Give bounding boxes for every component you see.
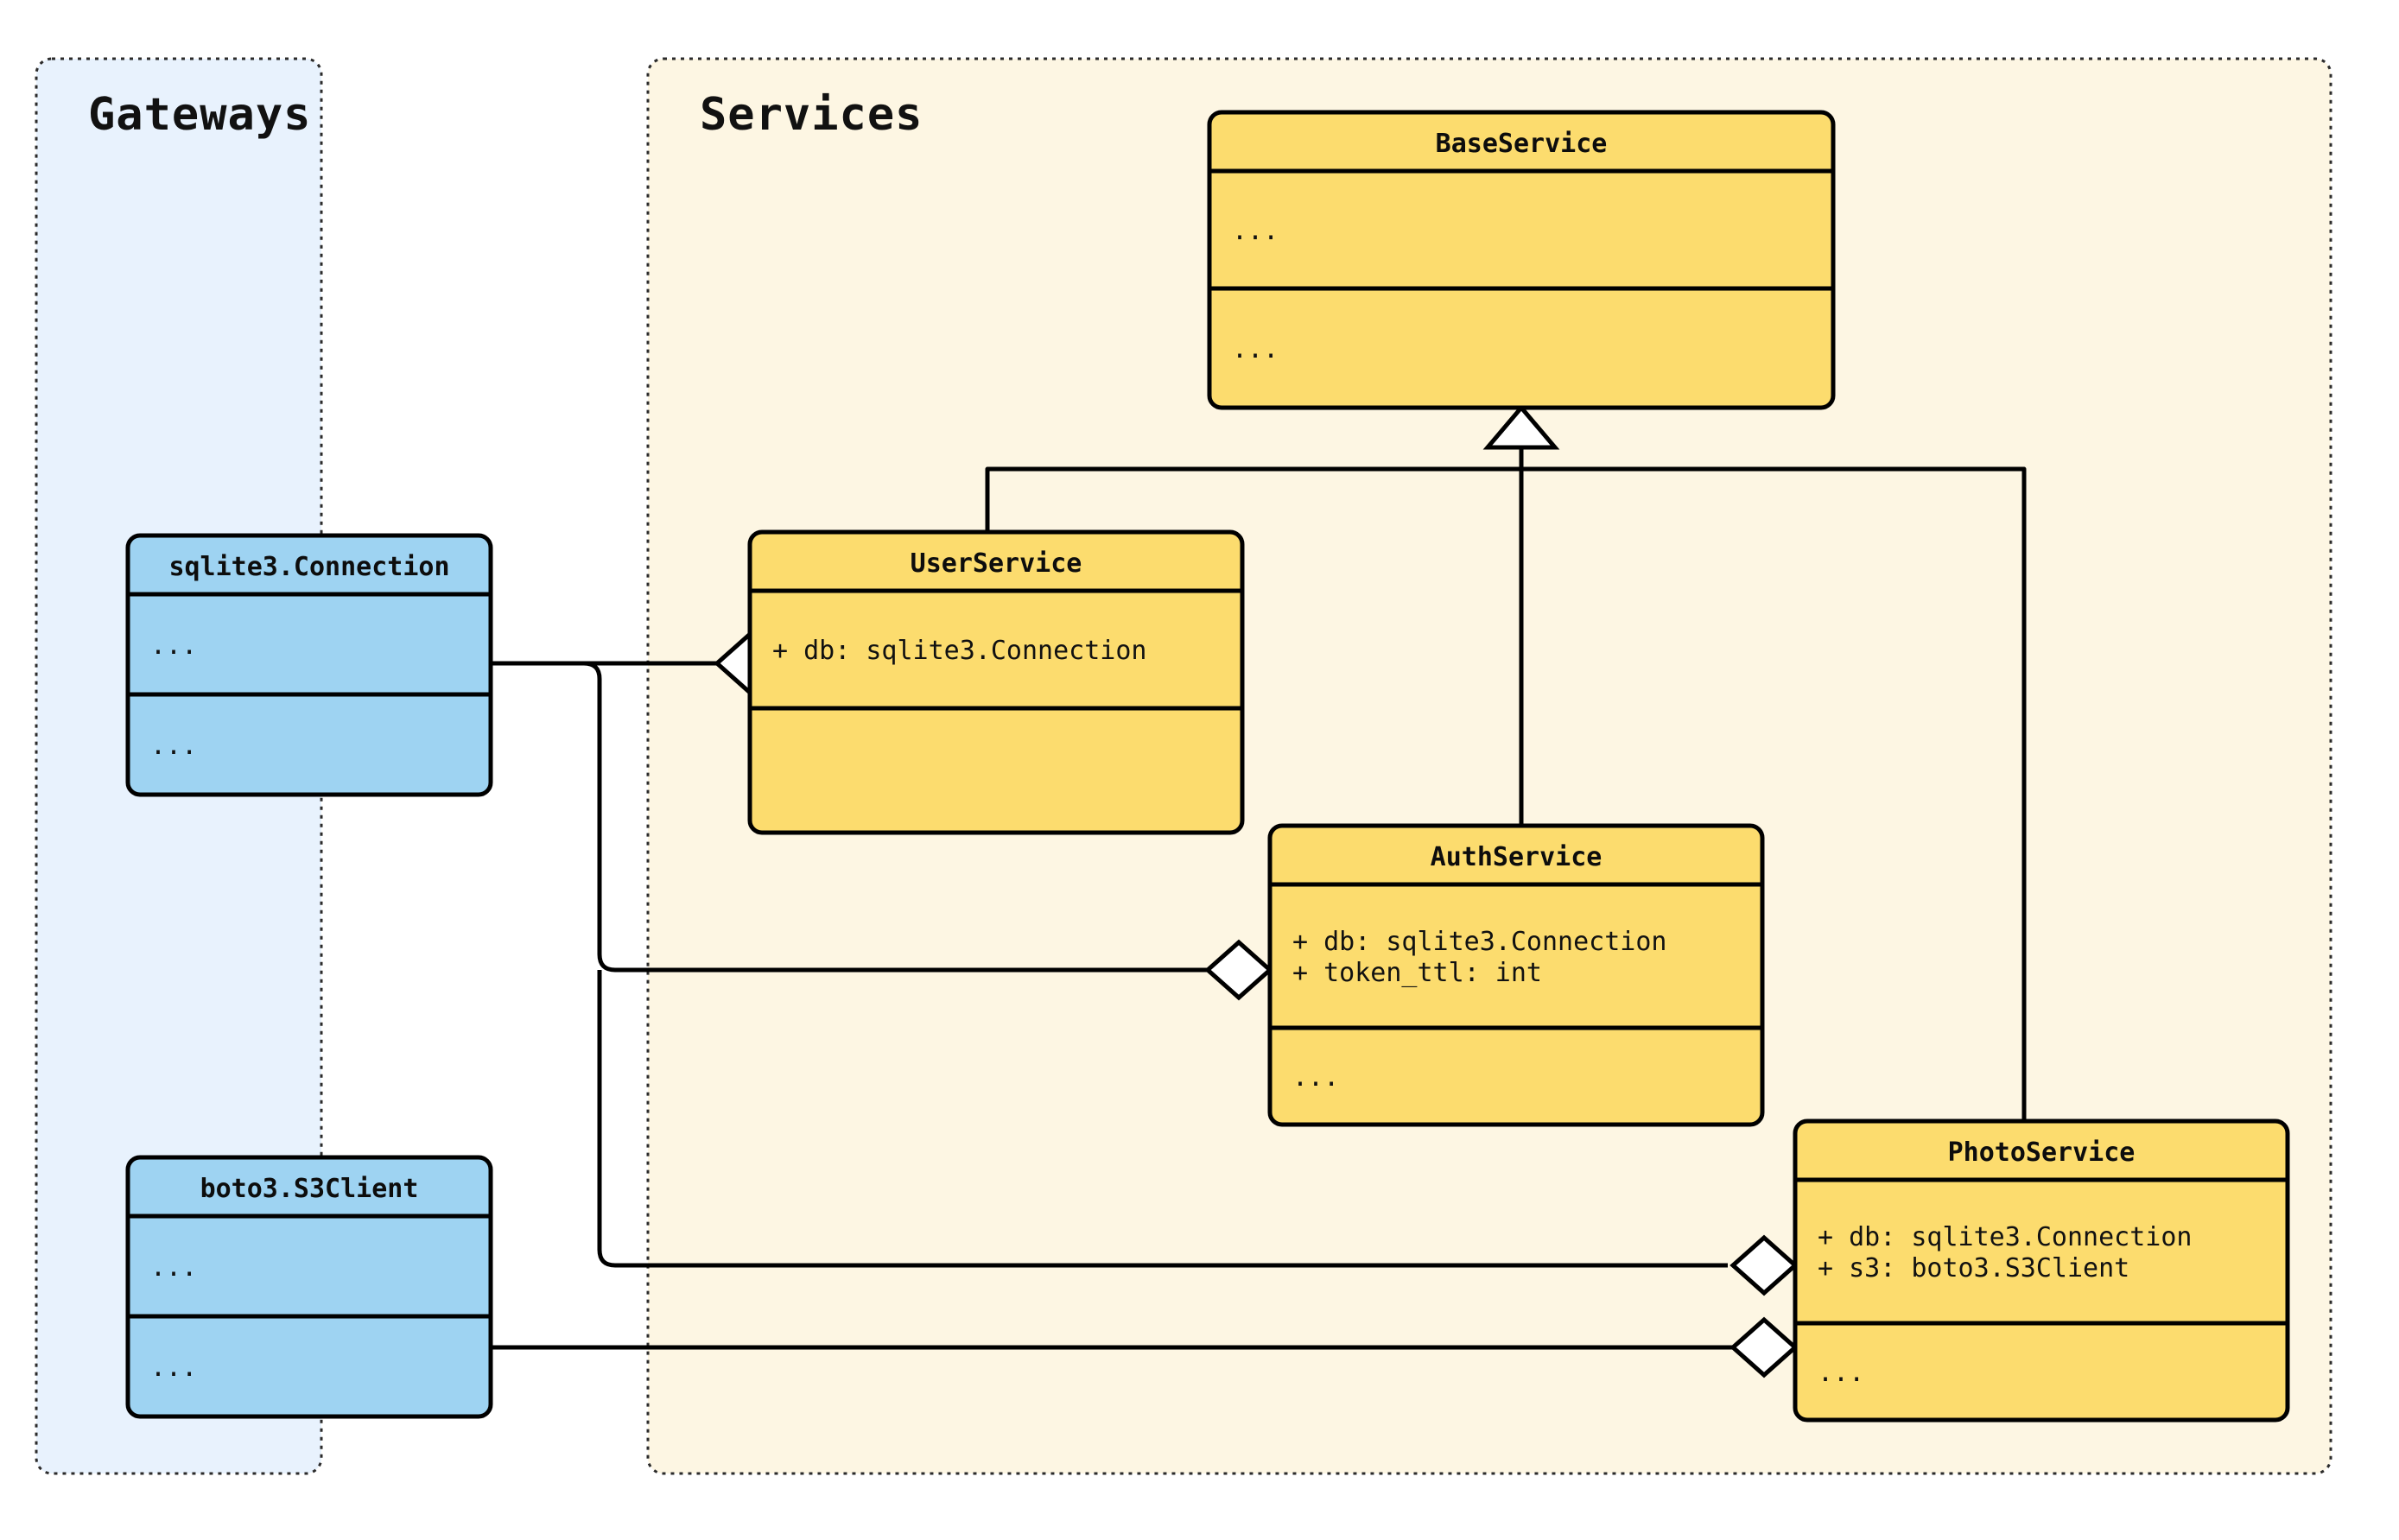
class-box-body-authservice — [1267, 823, 1765, 1127]
class-attribute-userservice-0: + db: sqlite3.Connection — [772, 636, 1146, 666]
hollow-triangle-icon — [1482, 404, 1560, 450]
class-attribute-boto3-s3client-0: ... — [150, 1252, 197, 1283]
class-method-boto3-s3client-0: ... — [150, 1353, 197, 1383]
class-name-authservice: AuthService — [1431, 842, 1603, 872]
class-method-photoservice-0: ... — [1818, 1358, 1864, 1388]
class-box-photoservice[interactable]: PhotoService + db: sqlite3.Connection+ s3… — [1793, 1119, 2290, 1423]
class-attribute-authservice-1: + token_ttl: int — [1292, 958, 1542, 988]
class-name-userservice: UserService — [911, 548, 1082, 579]
class-attribute-baseservice-0: ... — [1232, 216, 1279, 246]
class-method-sqlite-connection-0: ... — [150, 731, 197, 761]
class-box-authservice[interactable]: AuthService + db: sqlite3.Connection+ tok… — [1267, 823, 1765, 1127]
aggregation-line-sqlite-to-photoservice — [597, 970, 1728, 1268]
class-attribute-authservice-0: + db: sqlite3.Connection — [1292, 927, 1666, 957]
class-name-boto3-s3client: boto3.S3Client — [200, 1174, 419, 1204]
class-box-body-sqlite-connection — [125, 533, 493, 797]
class-name-photoservice: PhotoService — [1948, 1138, 2136, 1168]
generalization-leg-photoservice — [2009, 466, 2027, 1121]
class-name-sqlite-connection: sqlite3.Connection — [168, 552, 449, 582]
class-method-baseservice-0: ... — [1232, 334, 1279, 364]
class-box-body-photoservice — [1793, 1119, 2290, 1423]
class-attribute-photoservice-1: + s3: boto3.S3Client — [1818, 1253, 2129, 1283]
class-box-sqlite-connection[interactable]: sqlite3.Connection...... — [125, 533, 493, 797]
class-box-body-baseservice — [1207, 110, 1836, 410]
class-box-body-boto3-s3client — [125, 1155, 493, 1419]
class-box-body-userservice — [747, 529, 1245, 835]
class-name-baseservice: BaseService — [1436, 129, 1608, 159]
class-box-userservice[interactable]: UserService + db: sqlite3.Connection — [747, 529, 1245, 835]
class-attribute-sqlite-connection-0: ... — [150, 631, 197, 661]
package-services-label: Services — [700, 89, 923, 141]
class-method-authservice-0: ... — [1292, 1062, 1339, 1093]
class-attribute-photoservice-0: + db: sqlite3.Connection — [1818, 1222, 2192, 1252]
class-box-baseservice[interactable]: BaseService...... — [1207, 110, 1836, 410]
package-gateways-label: Gateways — [88, 89, 311, 141]
generalization-leg-userservice — [985, 466, 1003, 532]
aggregation-boto3-s3client[interactable] — [491, 1316, 1799, 1378]
generalization-bus[interactable] — [985, 404, 2027, 1121]
class-layer: sqlite3.Connection......boto3.S3Client..… — [125, 110, 2290, 1423]
class-box-boto3-s3client[interactable]: boto3.S3Client...... — [125, 1155, 493, 1419]
